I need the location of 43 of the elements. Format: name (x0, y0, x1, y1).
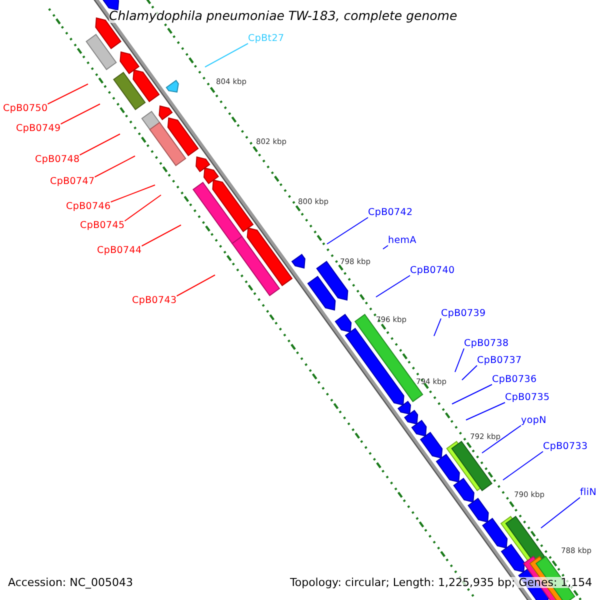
leader-line (376, 275, 410, 298)
leader-line (94, 156, 136, 178)
leader-line (454, 348, 464, 372)
leader-line (540, 497, 580, 528)
gene-label: CpB0749 (16, 124, 61, 134)
gene-label: CpB0750 (3, 104, 48, 114)
leader-line (326, 217, 368, 244)
title: Chlamydophila pneumoniae TW-183, complete genome (109, 10, 458, 22)
leader-line (60, 104, 100, 124)
leader-line (141, 224, 182, 246)
gene-label: CpB0748 (35, 155, 80, 164)
leader-line (482, 425, 522, 454)
leader-line (462, 365, 478, 380)
gene-label: hemA (388, 236, 416, 246)
gene-label: CpB0743 (132, 296, 177, 306)
leader-line (466, 402, 506, 420)
gene-label: CpB0738 (464, 339, 509, 348)
leader-line (204, 43, 248, 68)
gene-label: CpB0744 (97, 246, 142, 256)
genome-info-text: Accession: NC_005043 (8, 577, 134, 588)
leader-line (47, 84, 88, 104)
gene-label: CpBt27 (248, 34, 284, 44)
gene-label: CpB0747 (50, 177, 95, 186)
leader-line (124, 194, 162, 222)
leader-line (452, 384, 492, 404)
leader-line (382, 245, 388, 250)
gene-label: yopN (521, 416, 546, 426)
leader-line (110, 184, 156, 202)
leader-line (502, 451, 544, 480)
gene-label: CpB0735 (505, 393, 550, 402)
gene-label: CpB0742 (368, 208, 413, 218)
gene-label: CpB0739 (441, 309, 486, 318)
gene-label: CpB0736 (492, 375, 537, 384)
gene-label: CpB0737 (477, 356, 522, 366)
leader-line (434, 318, 442, 336)
gene-label: CpB0733 (543, 442, 588, 452)
gene-label: CpB0745 (80, 221, 125, 230)
leader-line (79, 134, 120, 156)
gene-label: fliN (580, 488, 597, 498)
gene-label: CpB0746 (66, 202, 111, 212)
genome-info-text: Topology: circular; Length: 1,225,935 bp; Genes: 1,154 (290, 577, 592, 588)
leader-line (176, 274, 216, 296)
gene-label: CpB0740 (410, 266, 455, 276)
